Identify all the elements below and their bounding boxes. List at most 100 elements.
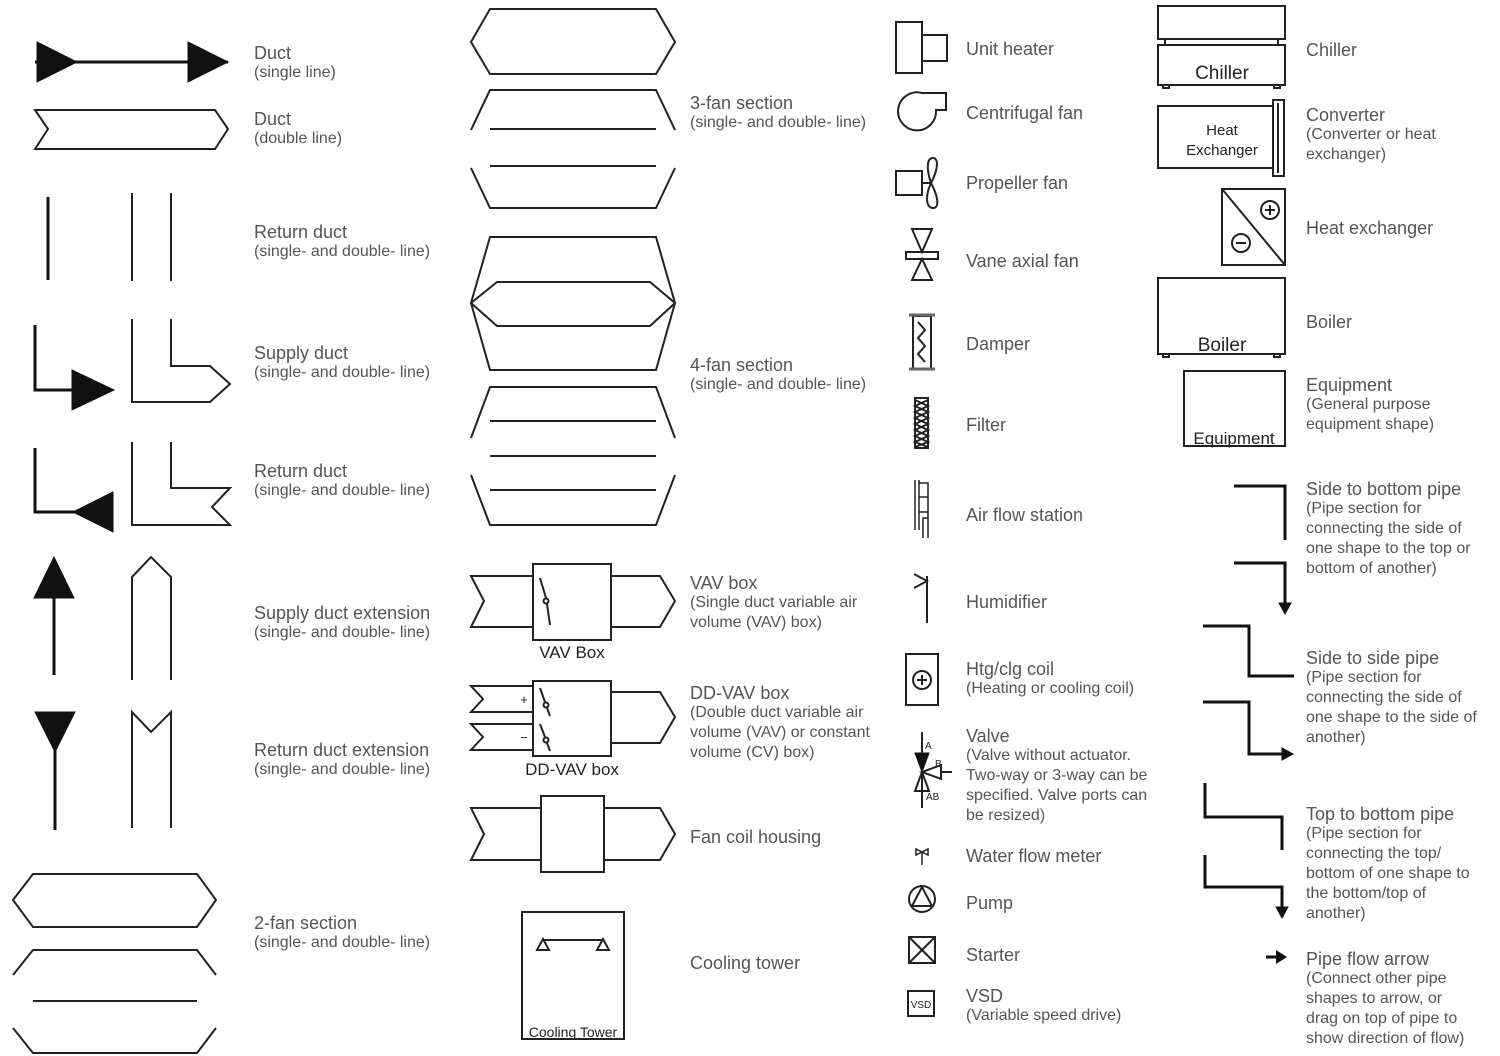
label-chiller: Chiller bbox=[1306, 40, 1357, 60]
damper-icon[interactable] bbox=[909, 313, 935, 371]
label-vav-box: VAV box(Single duct variable air volume … bbox=[690, 573, 857, 633]
duct-double-shape[interactable] bbox=[33, 109, 230, 150]
valve-icon[interactable]: A B AB bbox=[913, 732, 952, 808]
label-title: Htg/clg coil bbox=[966, 659, 1055, 679]
propeller-fan-icon[interactable] bbox=[895, 156, 939, 210]
label-htg-clg-coil: Htg/clg coil(Heating or cooling coil) bbox=[966, 659, 1134, 699]
label-side-to-side-pipe: Side to side pipe(Pipe section for conne… bbox=[1306, 648, 1477, 748]
water-flow-meter-icon[interactable] bbox=[915, 847, 929, 865]
minus-port-label: − bbox=[520, 730, 528, 745]
label-starter: Starter bbox=[966, 945, 1020, 965]
label-title: Starter bbox=[966, 945, 1021, 965]
label-title: Chiller bbox=[1306, 40, 1358, 60]
two-fan-section-shape[interactable] bbox=[11, 873, 218, 1054]
boiler-caption: Boiler bbox=[1198, 335, 1247, 356]
label-title: Humidifier bbox=[966, 592, 1048, 612]
starter-icon[interactable] bbox=[908, 936, 936, 964]
label-title: Fan coil housing bbox=[690, 827, 822, 847]
cooling-tower-shape[interactable]: Cooling Tower bbox=[521, 911, 625, 1040]
plus-port-label: + bbox=[520, 692, 528, 707]
label-three-fan-section: 3-fan section(single- and double- line) bbox=[690, 93, 866, 133]
converter-shape[interactable]: Heat Exchanger bbox=[1157, 99, 1285, 177]
four-fan-section-shape[interactable] bbox=[469, 236, 677, 526]
chiller-shape[interactable]: Chiller bbox=[1157, 5, 1286, 89]
vsd-icon[interactable]: VSD bbox=[907, 990, 935, 1017]
three-fan-section-shape[interactable] bbox=[469, 8, 677, 209]
equipment-shape[interactable]: Equipment bbox=[1183, 370, 1286, 448]
label-title: Filter bbox=[966, 415, 1006, 435]
heating-cooling-coil-icon[interactable] bbox=[905, 653, 939, 706]
label-title: Side to bottom pipe bbox=[1306, 479, 1462, 499]
label-title: Air flow station bbox=[966, 505, 1084, 525]
label-top-to-bottom-pipe: Top to bottom pipe(Pipe section for conn… bbox=[1306, 804, 1470, 924]
fan-coil-housing-shape[interactable] bbox=[469, 795, 677, 873]
label-title: Converter bbox=[1306, 105, 1386, 125]
pipe-flow-arrow-shape[interactable] bbox=[1266, 950, 1287, 964]
label-title: Valve bbox=[966, 726, 1010, 746]
label-title: Top to bottom pipe bbox=[1306, 804, 1455, 824]
label-return-duct-elbow: Return duct(single- and double- line) bbox=[254, 461, 430, 501]
label-desc: (Connect other pipe shapes to arrow, or … bbox=[1306, 970, 1465, 1047]
label-four-fan-section: 4-fan section(single- and double- line) bbox=[690, 355, 866, 395]
supply-duct-extension-shape[interactable] bbox=[33, 555, 172, 680]
label-title: Boiler bbox=[1306, 312, 1353, 332]
centrifugal-fan-icon[interactable] bbox=[897, 91, 947, 132]
duct-single-shape[interactable] bbox=[35, 41, 230, 83]
label-desc: (single- and double- line) bbox=[254, 243, 431, 260]
label-desc: (single- and double- line) bbox=[254, 364, 431, 381]
unit-heater-icon[interactable] bbox=[895, 21, 948, 74]
return-duct-elbow-shape[interactable] bbox=[33, 442, 233, 533]
label-side-to-bottom-pipe: Side to bottom pipe(Pipe section for con… bbox=[1306, 479, 1471, 579]
humidifier-icon[interactable] bbox=[913, 573, 930, 623]
label-title: Water flow meter bbox=[966, 846, 1102, 866]
label-title: DD-VAV box bbox=[690, 683, 790, 703]
label-title: VSD bbox=[966, 986, 1004, 1006]
chiller-caption: Chiller bbox=[1195, 63, 1250, 84]
vane-axial-fan-icon[interactable] bbox=[905, 228, 939, 281]
label-desc: (single- and double- line) bbox=[254, 761, 431, 778]
label-filter: Filter bbox=[966, 415, 1006, 435]
label-supply-duct-extension: Supply duct extension(single- and double… bbox=[254, 603, 430, 643]
label-water-flow-meter: Water flow meter bbox=[966, 846, 1101, 866]
return-duct-extension-shape[interactable] bbox=[34, 709, 172, 830]
label-desc: (single- and double- line) bbox=[254, 482, 431, 499]
label-desc: (single line) bbox=[254, 64, 336, 81]
supply-duct-shape[interactable] bbox=[33, 319, 232, 411]
label-centrifugal-fan: Centrifugal fan bbox=[966, 103, 1083, 123]
label-title: Pump bbox=[966, 893, 1014, 913]
label-cooling-tower: Cooling tower bbox=[690, 953, 800, 973]
label-desc: (Double duct variable air volume (VAV) o… bbox=[690, 704, 870, 761]
label-equipment: Equipment(General purpose equipment shap… bbox=[1306, 375, 1434, 435]
label-desc: (Pipe section for connecting the top/ bo… bbox=[1306, 825, 1470, 922]
cooling-tower-caption: Cooling Tower bbox=[529, 1024, 618, 1040]
filter-icon[interactable] bbox=[912, 397, 931, 449]
pump-icon[interactable] bbox=[908, 884, 936, 913]
converter-caption-2: Exchanger bbox=[1186, 142, 1258, 159]
return-duct-shape[interactable] bbox=[46, 193, 172, 281]
dd-vav-box-shape[interactable]: + − DD-VAV box bbox=[468, 680, 677, 779]
label-title: Side to side pipe bbox=[1306, 648, 1440, 668]
vsd-icon-text: VSD bbox=[911, 1000, 932, 1011]
valve-port-ab: AB bbox=[926, 792, 940, 803]
label-duct-single: Duct(single line) bbox=[254, 43, 336, 83]
label-title: Duct bbox=[254, 43, 292, 63]
label-desc: (Heating or cooling coil) bbox=[966, 680, 1135, 697]
label-vsd: VSD(Variable speed drive) bbox=[966, 986, 1121, 1026]
side-to-side-pipe-shape[interactable] bbox=[1203, 624, 1295, 761]
boiler-shape[interactable]: Boiler bbox=[1157, 277, 1286, 358]
vav-box-shape[interactable]: VAV Box bbox=[469, 563, 677, 662]
label-fan-coil-housing: Fan coil housing bbox=[690, 827, 821, 847]
label-title: Vane axial fan bbox=[966, 251, 1079, 271]
label-title: 4-fan section bbox=[690, 355, 794, 375]
label-return-duct-extension: Return duct extension(single- and double… bbox=[254, 740, 430, 780]
label-valve: Valve(Valve without actuator. Two-way or… bbox=[966, 726, 1147, 826]
vav-box-caption: VAV Box bbox=[539, 643, 605, 662]
label-title: Equipment bbox=[1306, 375, 1393, 395]
top-to-bottom-pipe-shape[interactable] bbox=[1203, 783, 1289, 920]
label-damper: Damper bbox=[966, 334, 1030, 354]
valve-port-b: B bbox=[935, 759, 942, 770]
side-to-bottom-pipe-shape[interactable] bbox=[1234, 484, 1292, 616]
heat-exchanger-shape[interactable] bbox=[1221, 188, 1286, 266]
air-flow-station-icon[interactable] bbox=[914, 480, 929, 538]
